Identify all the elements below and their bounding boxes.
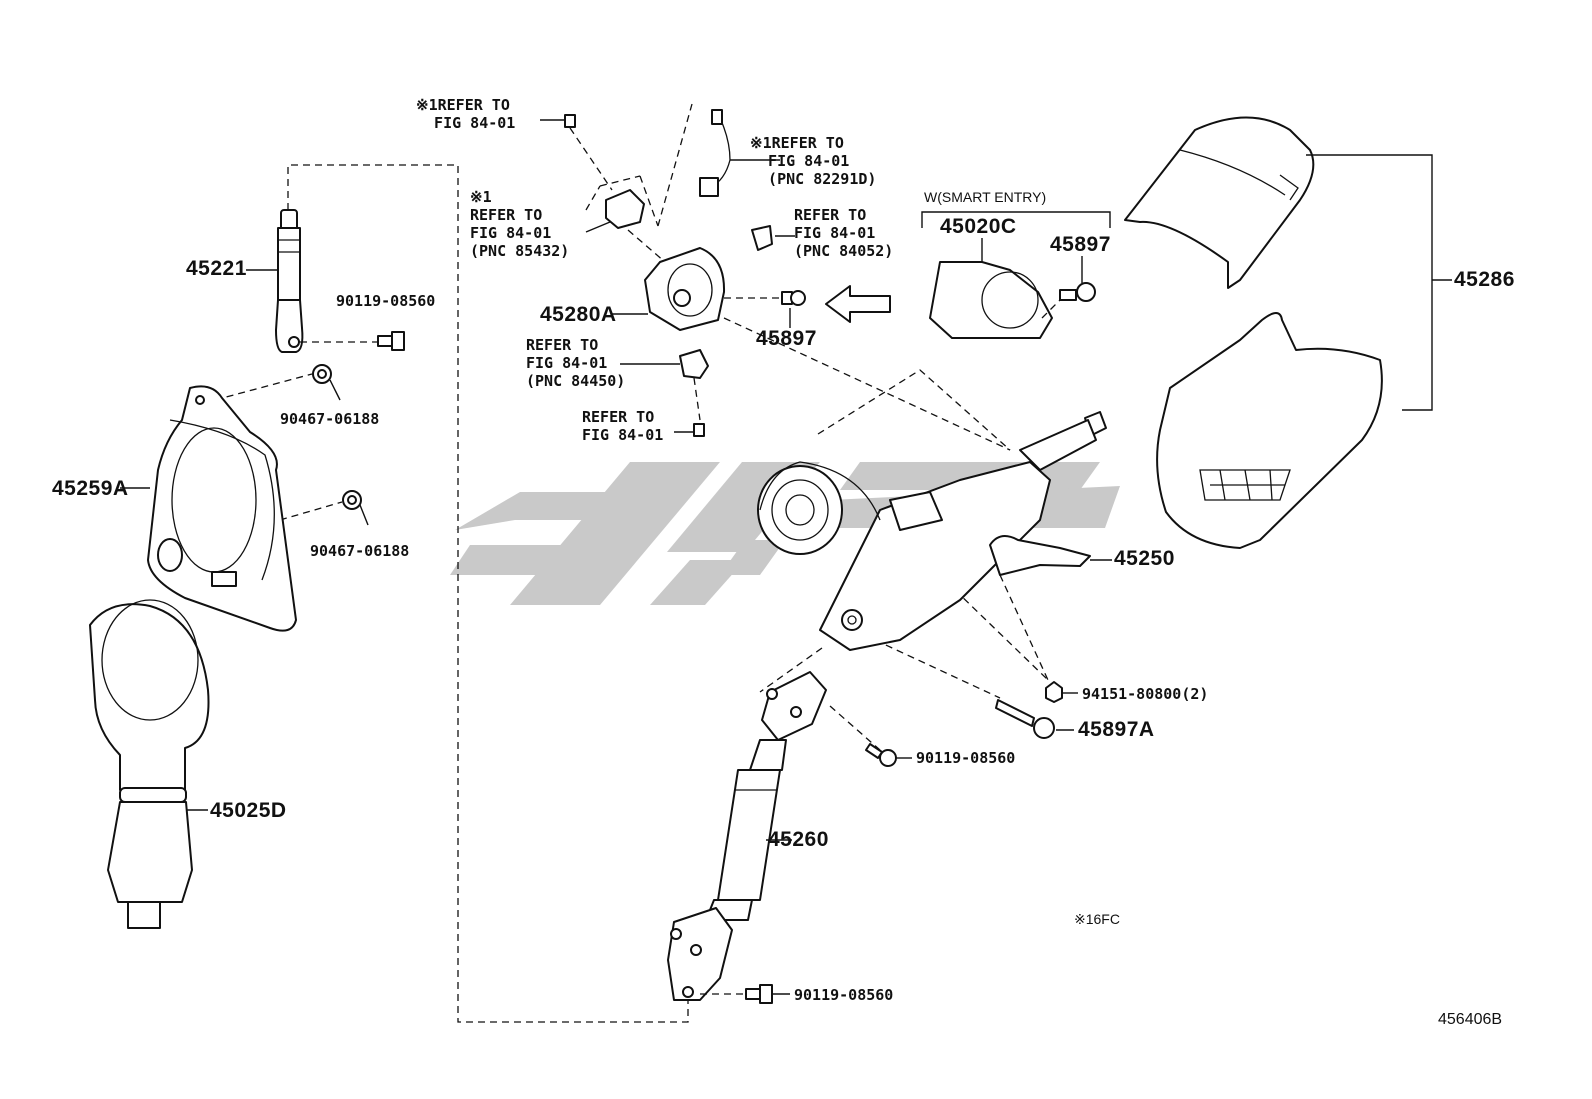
label-90119-bottom[interactable]: 90119-08560 — [794, 986, 894, 1004]
label-45025D[interactable]: 45025D — [210, 799, 287, 822]
label-45286[interactable]: 45286 — [1454, 268, 1515, 291]
label-45250[interactable]: 45250 — [1114, 547, 1175, 570]
ref-82291D[interactable]: ※1REFER TO FIG 84-01 (PNC 82291D) — [750, 134, 877, 188]
clip-90467-a — [214, 364, 341, 401]
part-45221-shaft — [246, 209, 378, 353]
footnote: ※16FC — [1074, 911, 1120, 927]
nut-94151 — [1045, 681, 1078, 703]
label-45259A[interactable]: 45259A — [52, 477, 129, 500]
part-45259A-cover — [120, 385, 297, 632]
label-90119-mid[interactable]: 90119-08560 — [916, 749, 1016, 767]
part-45286-upper-cover — [1124, 116, 1315, 289]
screw-ref-top — [540, 114, 613, 191]
label-90467-a[interactable]: 90467-06188 — [280, 410, 380, 428]
label-45897-left[interactable]: 45897 — [756, 327, 817, 350]
left-group-bracket — [287, 164, 689, 1023]
part-82291D-wire — [699, 109, 780, 197]
label-45020C[interactable]: 45020C — [940, 215, 1017, 238]
smart-entry-bracket — [921, 211, 1111, 228]
label-45221[interactable]: 45221 — [186, 257, 247, 280]
label-94151[interactable]: 94151-80800(2) — [1082, 685, 1209, 703]
ref-bottom[interactable]: REFER TO FIG 84-01 — [582, 408, 664, 444]
ref-85432[interactable]: ※1 REFER TO FIG 84-01 (PNC 85432) — [470, 188, 570, 260]
part-85432 — [585, 103, 693, 263]
bolt-90119-mid — [865, 743, 912, 767]
ref-84450[interactable]: REFER TO FIG 84-01 (PNC 84450) — [526, 336, 626, 390]
direction-arrow — [825, 285, 891, 323]
bolt-90119-top — [377, 331, 405, 351]
bolt-45897-right — [1041, 256, 1096, 319]
bracket-45286 — [1306, 154, 1452, 411]
clip-90467-b — [279, 490, 369, 526]
label-45897A[interactable]: 45897A — [1078, 718, 1155, 741]
part-45280A-switch — [612, 247, 1011, 451]
bolt-90119-bottom — [745, 984, 790, 1004]
part-45286-lower-cover — [1156, 312, 1383, 549]
label-45897-right[interactable]: 45897 — [1050, 233, 1111, 256]
label-45280A[interactable]: 45280A — [540, 303, 617, 326]
column-guide-lines — [759, 369, 1049, 699]
part-45025D-boot — [89, 599, 210, 929]
screw-ref-bottom — [674, 423, 705, 437]
ref-84052[interactable]: REFER TO FIG 84-01 (PNC 84052) — [794, 206, 894, 260]
part-84450-clip — [620, 349, 709, 421]
group-header-smart-entry: W(SMART ENTRY) — [924, 189, 1047, 205]
diagram-id: 456406B — [1438, 1011, 1503, 1028]
ref-top[interactable]: ※1REFER TO FIG 84-01 — [416, 96, 516, 132]
part-84052-sensor — [751, 225, 795, 251]
label-90119-top[interactable]: 90119-08560 — [336, 292, 436, 310]
bolt-45897A — [995, 699, 1074, 739]
bolt-45897-left — [781, 290, 806, 328]
label-90467-b[interactable]: 90467-06188 — [310, 542, 410, 560]
part-45250-column — [757, 411, 1112, 651]
label-45260[interactable]: 45260 — [768, 828, 829, 851]
part-45020C-housing — [929, 238, 1053, 339]
part-45260-shaft — [667, 671, 881, 1001]
